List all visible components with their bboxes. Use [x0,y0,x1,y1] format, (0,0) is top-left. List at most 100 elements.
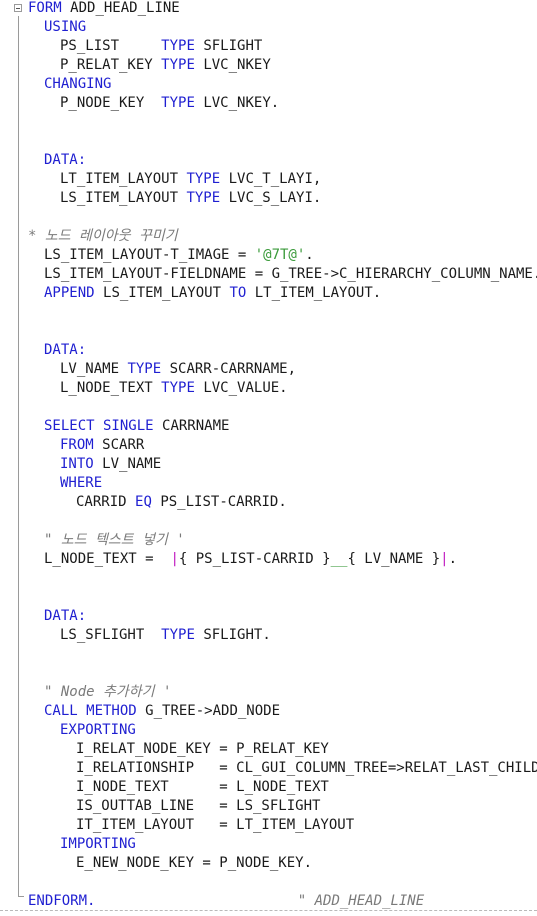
code-line[interactable]: DATA: [44,607,86,626]
code-token-str: '@7T@' [254,247,306,263]
code-token-kw: TYPE [186,190,229,206]
code-token-plain: LVC_NKEY [203,57,271,73]
code-line[interactable]: I_RELAT_NODE_KEY = P_RELAT_KEY [76,740,329,759]
code-token-plain: LS_SFLIGHT [60,627,162,643]
code-token-plain: P_NODE_KEY [60,95,162,111]
code-token-kw: TYPE [127,361,170,377]
code-token-kw: TYPE [161,38,204,54]
code-token-str: __ [330,551,348,567]
code-token-kw: TO [229,285,255,301]
code-token-kw: INTO [60,456,103,472]
code-line[interactable]: LS_SFLIGHT TYPE SFLIGHT. [60,626,271,645]
code-line[interactable]: CARRID EQ PS_LIST-CARRID. [76,493,287,512]
code-token-plain: LV_NAME [60,361,128,377]
code-line[interactable]: DATA: [44,341,86,360]
code-token-kw: TYPE [161,380,204,396]
code-line[interactable]: EXPORTING [60,721,136,740]
code-token-kw: SELECT SINGLE [44,418,163,434]
code-token-plain: SCARR [102,437,145,453]
code-line[interactable]: LT_ITEM_LAYOUT TYPE LVC_T_LAYI, [60,170,321,189]
code-token-kw: EXPORTING [60,722,136,738]
code-line[interactable]: CALL METHOD G_TREE->ADD_NODE [44,702,280,721]
code-line[interactable]: WHERE [60,474,102,493]
code-token-kw: TYPE [161,627,204,643]
code-line[interactable]: LS_ITEM_LAYOUT TYPE LVC_S_LAYI. [60,189,321,208]
code-token-kw: IMPORTING [60,836,136,852]
code-token-kw: TYPE [161,95,204,111]
code-line[interactable]: P_NODE_KEY TYPE LVC_NKEY. [60,94,279,113]
code-token-plain: LV_NAME [102,456,162,472]
code-token-plain: { PS_LIST-CARRID } [178,551,331,567]
code-line[interactable]: ENDFORM. " ADD_HEAD_LINE [28,892,424,911]
fold-guide-line [18,16,19,896]
code-token-plain: LS_ITEM_LAYOUT [103,285,230,301]
code-token-plain: P_RELAT_KEY [60,57,162,73]
code-token-plain: I_RELAT_NODE_KEY = P_RELAT_KEY [76,741,329,757]
code-line[interactable]: DATA: [44,151,86,170]
code-token-pipe: | [440,551,449,567]
code-line[interactable]: LS_ITEM_LAYOUT-FIELDNAME = G_TREE->C_HIE… [44,265,537,284]
code-token-plain: LT_ITEM_LAYOUT [60,171,187,187]
code-token-com: " ADD_HEAD_LINE [95,893,425,909]
code-token-plain: G_TREE->ADD_NODE [145,703,281,719]
code-line[interactable]: APPEND LS_ITEM_LAYOUT TO LT_ITEM_LAYOUT. [44,284,381,303]
code-line[interactable]: CHANGING [44,75,111,94]
code-line[interactable]: SELECT SINGLE CARRNAME [44,417,229,436]
code-token-kw: DATA: [44,608,87,624]
code-line[interactable]: IT_ITEM_LAYOUT = LT_ITEM_LAYOUT [76,816,354,835]
code-token-kw: ENDFORM. [28,893,96,909]
editor-bottom-divider [0,910,537,911]
code-line[interactable]: P_RELAT_KEY TYPE LVC_NKEY [60,56,271,75]
code-token-kw: CHANGING [44,76,112,92]
code-token-kw: TYPE [186,171,229,187]
code-line[interactable]: " 노드 텍스트 넣기 ' [44,531,185,550]
code-token-kw: DATA: [44,152,87,168]
code-line[interactable]: * 노드 레이아웃 꾸미기 [28,227,178,246]
code-token-plain: LVC_NKEY. [203,95,280,111]
code-token-plain: ADD_HEAD_LINE [70,0,180,16]
fold-guide-end [18,896,24,897]
code-token-plain: PS_LIST [60,38,162,54]
code-token-plain: SFLIGHT. [203,627,271,643]
collapse-toggle-icon[interactable] [14,4,22,12]
code-line[interactable]: LV_NAME TYPE SCARR-CARRNAME, [60,360,296,379]
code-token-plain: LVC_VALUE. [203,380,288,396]
code-token-plain: I_NODE_TEXT = L_NODE_TEXT [76,779,329,795]
code-token-kw: TYPE [161,57,204,73]
code-token-com: " Node 추가하기 ' [44,684,172,700]
code-line[interactable]: L_NODE_TEXT TYPE LVC_VALUE. [60,379,288,398]
code-token-pipe: | [170,551,179,567]
code-token-plain: I_RELATIONSHIP = CL_GUI_COLUMN_TREE=>REL… [76,760,537,776]
code-token-plain: . [448,551,458,567]
code-token-plain: LS_ITEM_LAYOUT [60,190,187,206]
code-line[interactable]: IS_OUTTAB_LINE = LS_SFLIGHT [76,797,320,816]
code-token-kw: APPEND [44,285,104,301]
code-line[interactable]: USING [44,18,86,37]
code-token-plain: CARRID [76,494,136,510]
code-line[interactable]: I_RELATIONSHIP = CL_GUI_COLUMN_TREE=>REL… [76,759,537,778]
code-line[interactable]: LS_ITEM_LAYOUT-T_IMAGE = '@7T@'. [44,246,314,265]
code-line[interactable]: IMPORTING [60,835,136,854]
code-token-kw: DATA: [44,342,87,358]
code-line[interactable]: L_NODE_TEXT = |{ PS_LIST-CARRID }__{ LV_… [44,550,457,569]
code-line[interactable]: FORM ADD_HEAD_LINE [28,0,180,18]
code-line[interactable]: INTO LV_NAME [60,455,161,474]
code-line[interactable]: " Node 추가하기 ' [44,683,171,702]
code-token-kw: FORM [28,0,71,16]
code-line[interactable]: FROM SCARR [60,436,144,455]
code-line[interactable]: PS_LIST TYPE SFLIGHT [60,37,262,56]
code-token-kw: CALL METHOD [44,703,146,719]
code-token-plain: { LV_NAME } [347,551,441,567]
code-token-plain: CARRNAME [162,418,230,434]
code-token-kw: FROM [60,437,103,453]
code-line[interactable]: I_NODE_TEXT = L_NODE_TEXT [76,778,329,797]
code-token-com: " 노드 텍스트 넣기 ' [44,532,185,548]
code-line[interactable]: E_NEW_NODE_KEY = P_NODE_KEY. [76,854,312,873]
code-token-plain: LS_ITEM_LAYOUT-T_IMAGE = [44,247,255,263]
code-token-plain: L_NODE_TEXT [60,380,162,396]
code-token-plain: E_NEW_NODE_KEY = P_NODE_KEY. [76,855,313,871]
code-token-plain: LVC_T_LAYI, [228,171,322,187]
code-token-com: * 노드 레이아웃 꾸미기 [28,228,178,244]
code-token-plain: IT_ITEM_LAYOUT = LT_ITEM_LAYOUT [76,817,355,833]
